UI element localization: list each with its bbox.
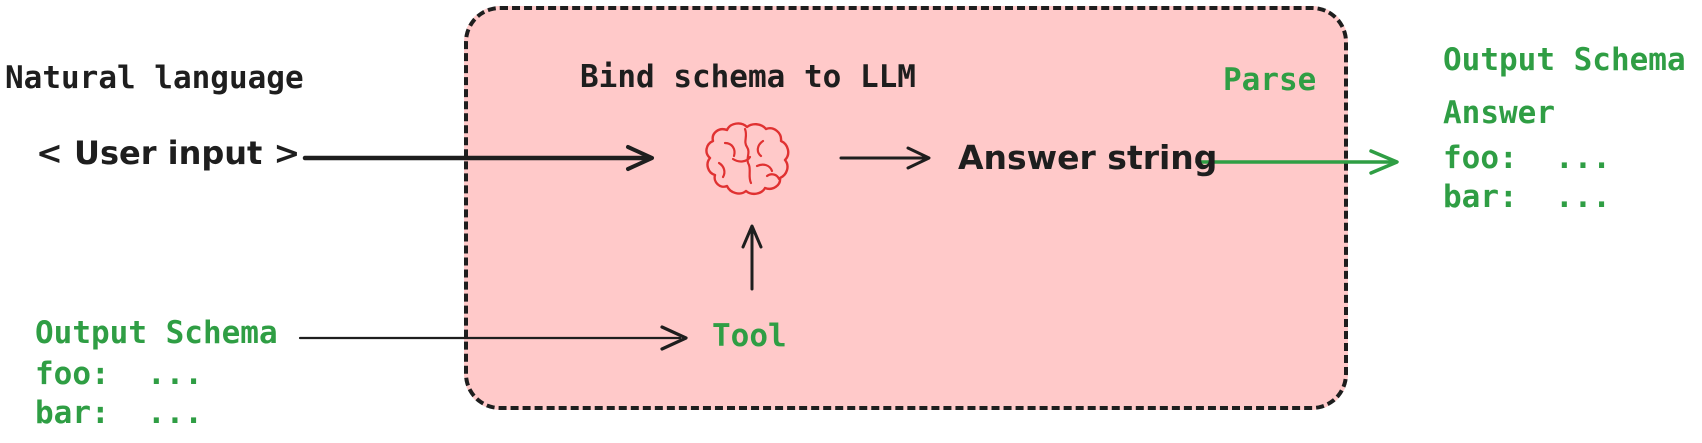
- input-schema-bar-line: bar: ...: [35, 395, 203, 431]
- answer-string-label: Answer string: [958, 138, 1218, 177]
- tool-label: Tool: [712, 318, 787, 354]
- bind-schema-box: [464, 6, 1348, 410]
- output-schema-title: Output Schema: [1443, 42, 1686, 78]
- output-bar-line: bar: ...: [1443, 179, 1611, 215]
- input-schema-title: Output Schema: [35, 315, 278, 351]
- box-title: Bind schema to LLM: [580, 59, 916, 95]
- output-answer-line: Answer: [1443, 95, 1555, 131]
- input-schema-foo-line: foo: ...: [35, 356, 203, 392]
- parse-label: Parse: [1223, 62, 1317, 98]
- natural-language-heading: Natural language: [5, 60, 304, 96]
- output-foo-line: foo: ...: [1443, 140, 1611, 176]
- user-input-label: < User input >: [36, 134, 301, 172]
